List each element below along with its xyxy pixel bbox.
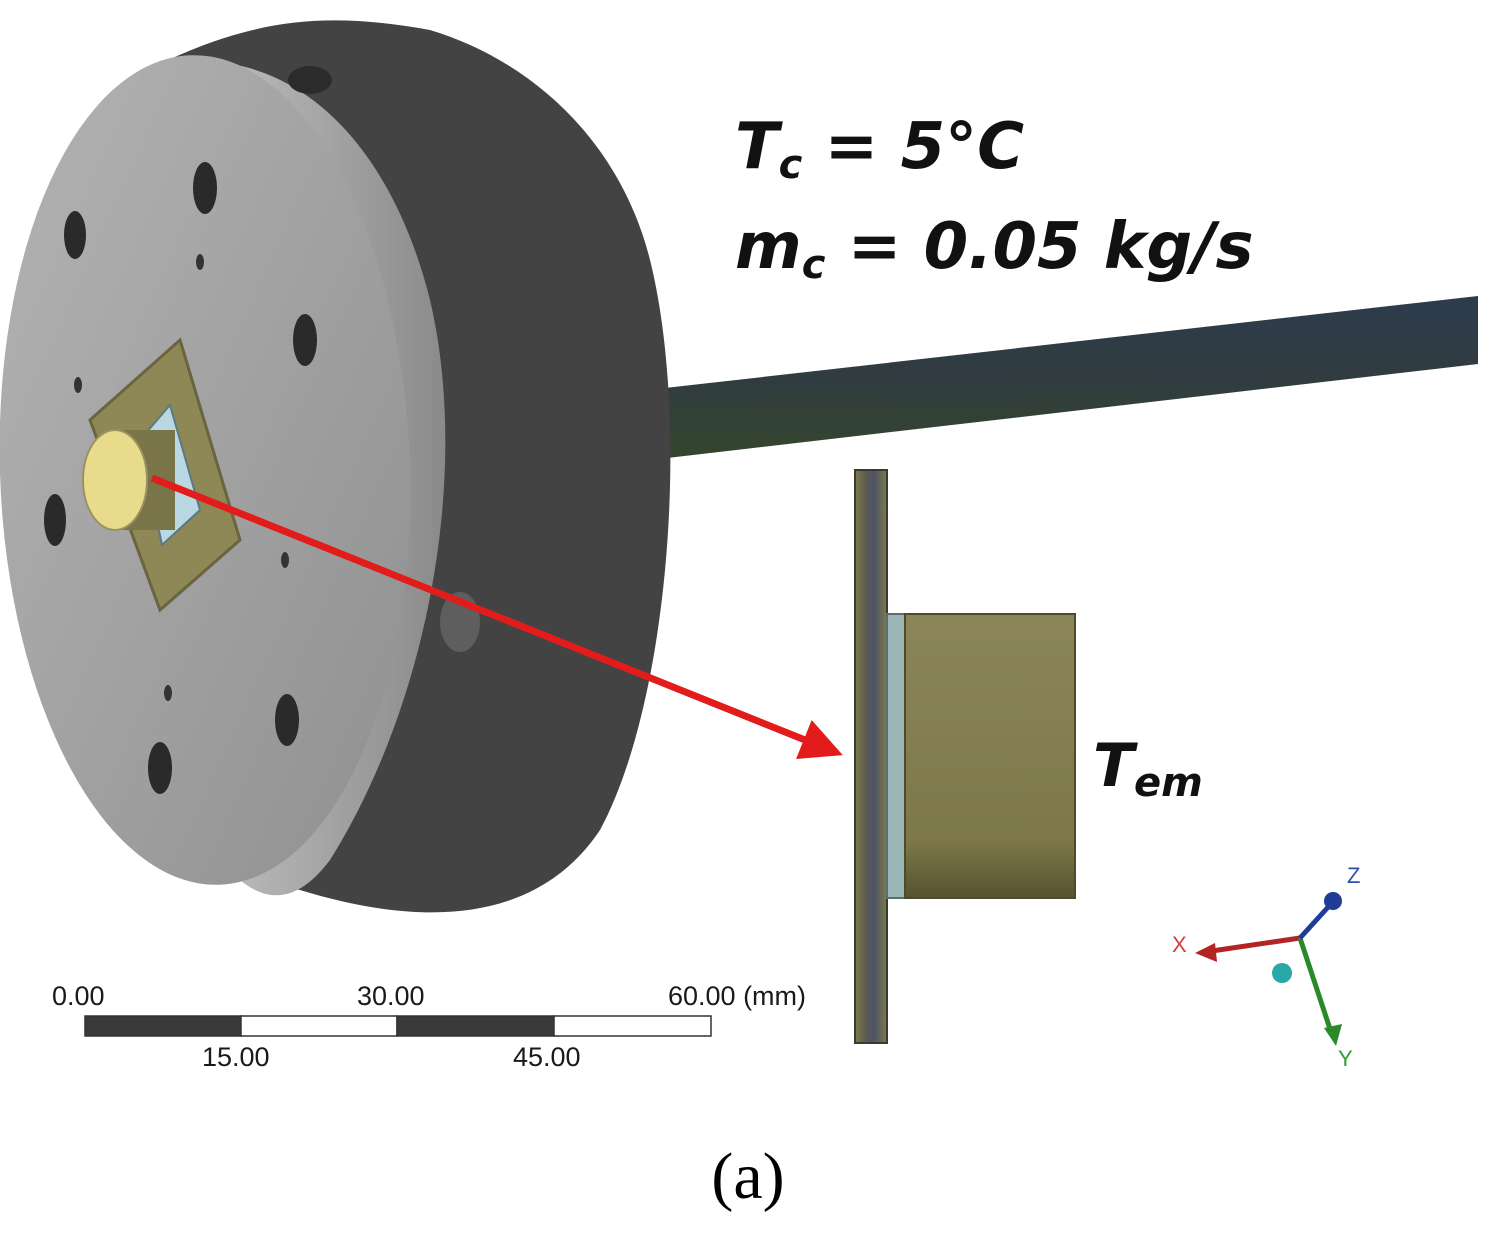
scale-segment-3 (396, 1015, 555, 1037)
axis-y-label: Y (1338, 1046, 1353, 1071)
figure-caption: (a) (711, 1140, 784, 1213)
detail-interface-layer (886, 613, 906, 899)
axis-y-head (1324, 1024, 1342, 1046)
bolt-hole (193, 162, 217, 214)
bolt-hole (293, 314, 317, 366)
pin-hole (196, 254, 204, 270)
callout-arrow (150, 474, 843, 759)
scale-label-0: 0.00 (52, 981, 105, 1011)
coolant-rod (630, 296, 1478, 460)
pin-hole (164, 685, 172, 701)
axis-x-head (1195, 943, 1217, 962)
axis-x-label: X (1172, 932, 1187, 957)
side-port (288, 66, 332, 94)
bolt-hole (148, 742, 172, 794)
bolt-hole (275, 694, 299, 746)
coordinate-triad: X Y Z (1172, 863, 1360, 1071)
axis-z-label: Z (1347, 863, 1360, 888)
scale-segment-1 (84, 1015, 242, 1037)
triad-origin-sphere (1272, 963, 1292, 983)
detail-specimen (904, 613, 1076, 899)
scale-segment-2 (240, 1015, 398, 1037)
pin-hole (281, 552, 289, 568)
housing (0, 20, 671, 913)
specimen-end (82, 429, 148, 531)
detail-cross-section (854, 469, 1076, 1044)
scale-bar: 0.00 30.00 60.00 (mm) 15.00 45.00 (52, 981, 806, 1072)
detail-plate (854, 469, 888, 1044)
axis-z-line (1298, 903, 1332, 940)
scale-label-30: 30.00 (357, 981, 425, 1011)
axis-x-line (1204, 935, 1301, 955)
label-coolant-flow: mc = 0.05 kg/s (735, 210, 1254, 288)
scale-label-15: 15.00 (202, 1042, 270, 1072)
bolt-hole (64, 211, 86, 259)
scale-label-45: 45.00 (513, 1042, 581, 1072)
scale-label-60: 60.00 (mm) (668, 981, 806, 1011)
scale-segment-4 (553, 1015, 712, 1037)
pin-hole (74, 377, 82, 393)
bolt-hole (44, 494, 66, 546)
label-coolant-temp: Tc = 5°C (735, 110, 1024, 188)
label-specimen-temp: Tem (1093, 731, 1203, 806)
axis-z-head (1324, 892, 1342, 910)
axis-y-line (1297, 937, 1335, 1036)
